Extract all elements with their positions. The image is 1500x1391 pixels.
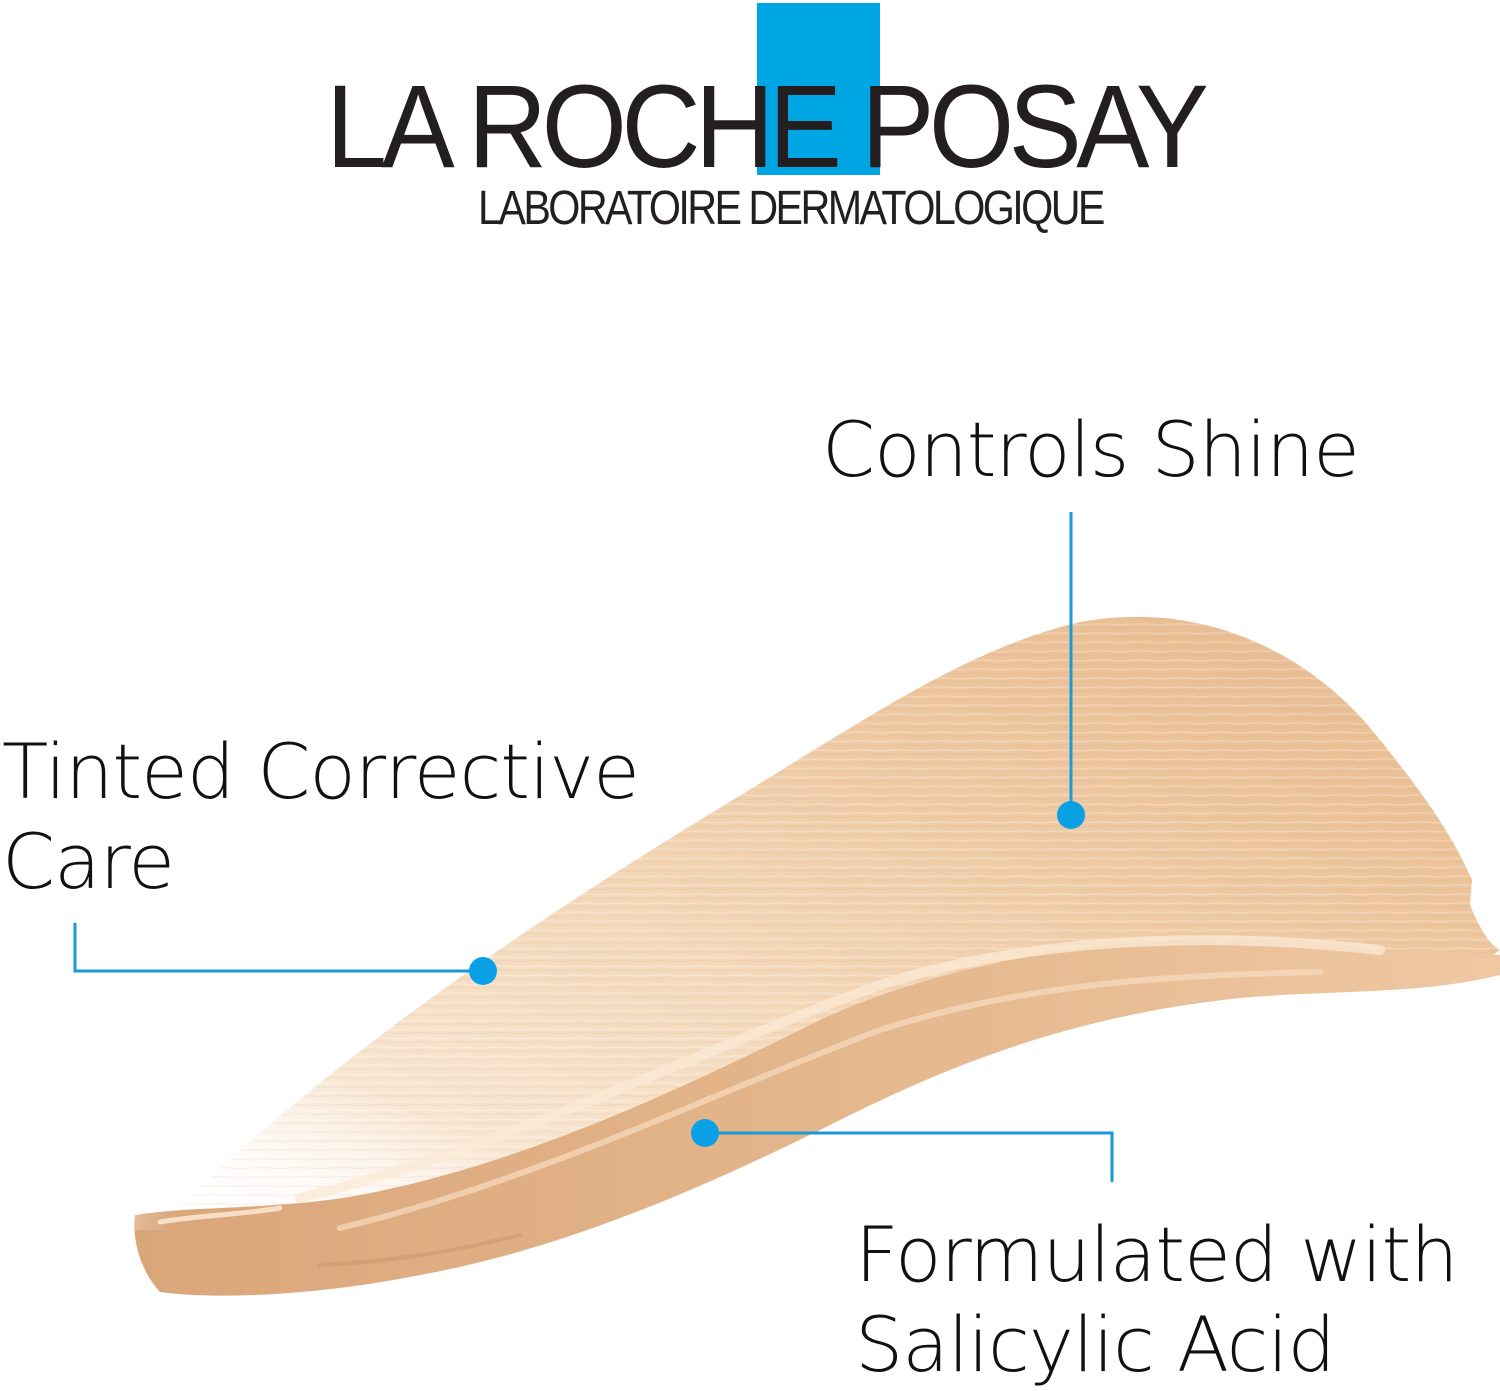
callout-tinted-corrective-care: Tinted Corrective Care [2,727,640,907]
callout-line: Tinted Corrective [2,727,640,816]
callout-line: Formulated with [855,1210,1458,1299]
callout-line: Care [2,817,175,906]
callout-controls-shine: Controls Shine [822,405,1360,495]
brand-logo: LA ROCHE POSAY [326,61,1209,193]
brand-name-part1: LA ROCHE [326,61,842,193]
brand-name-part2: POSAY [861,61,1209,193]
logo-accent-block [757,3,880,175]
callout-line: Salicylic Acid [855,1300,1336,1389]
brand-tagline: LABORATOIRE DERMATOLOGIQUE [478,182,1105,235]
callout-line: Controls Shine [822,405,1360,494]
callout-salicylic-acid: Formulated with Salicylic Acid [855,1210,1458,1390]
